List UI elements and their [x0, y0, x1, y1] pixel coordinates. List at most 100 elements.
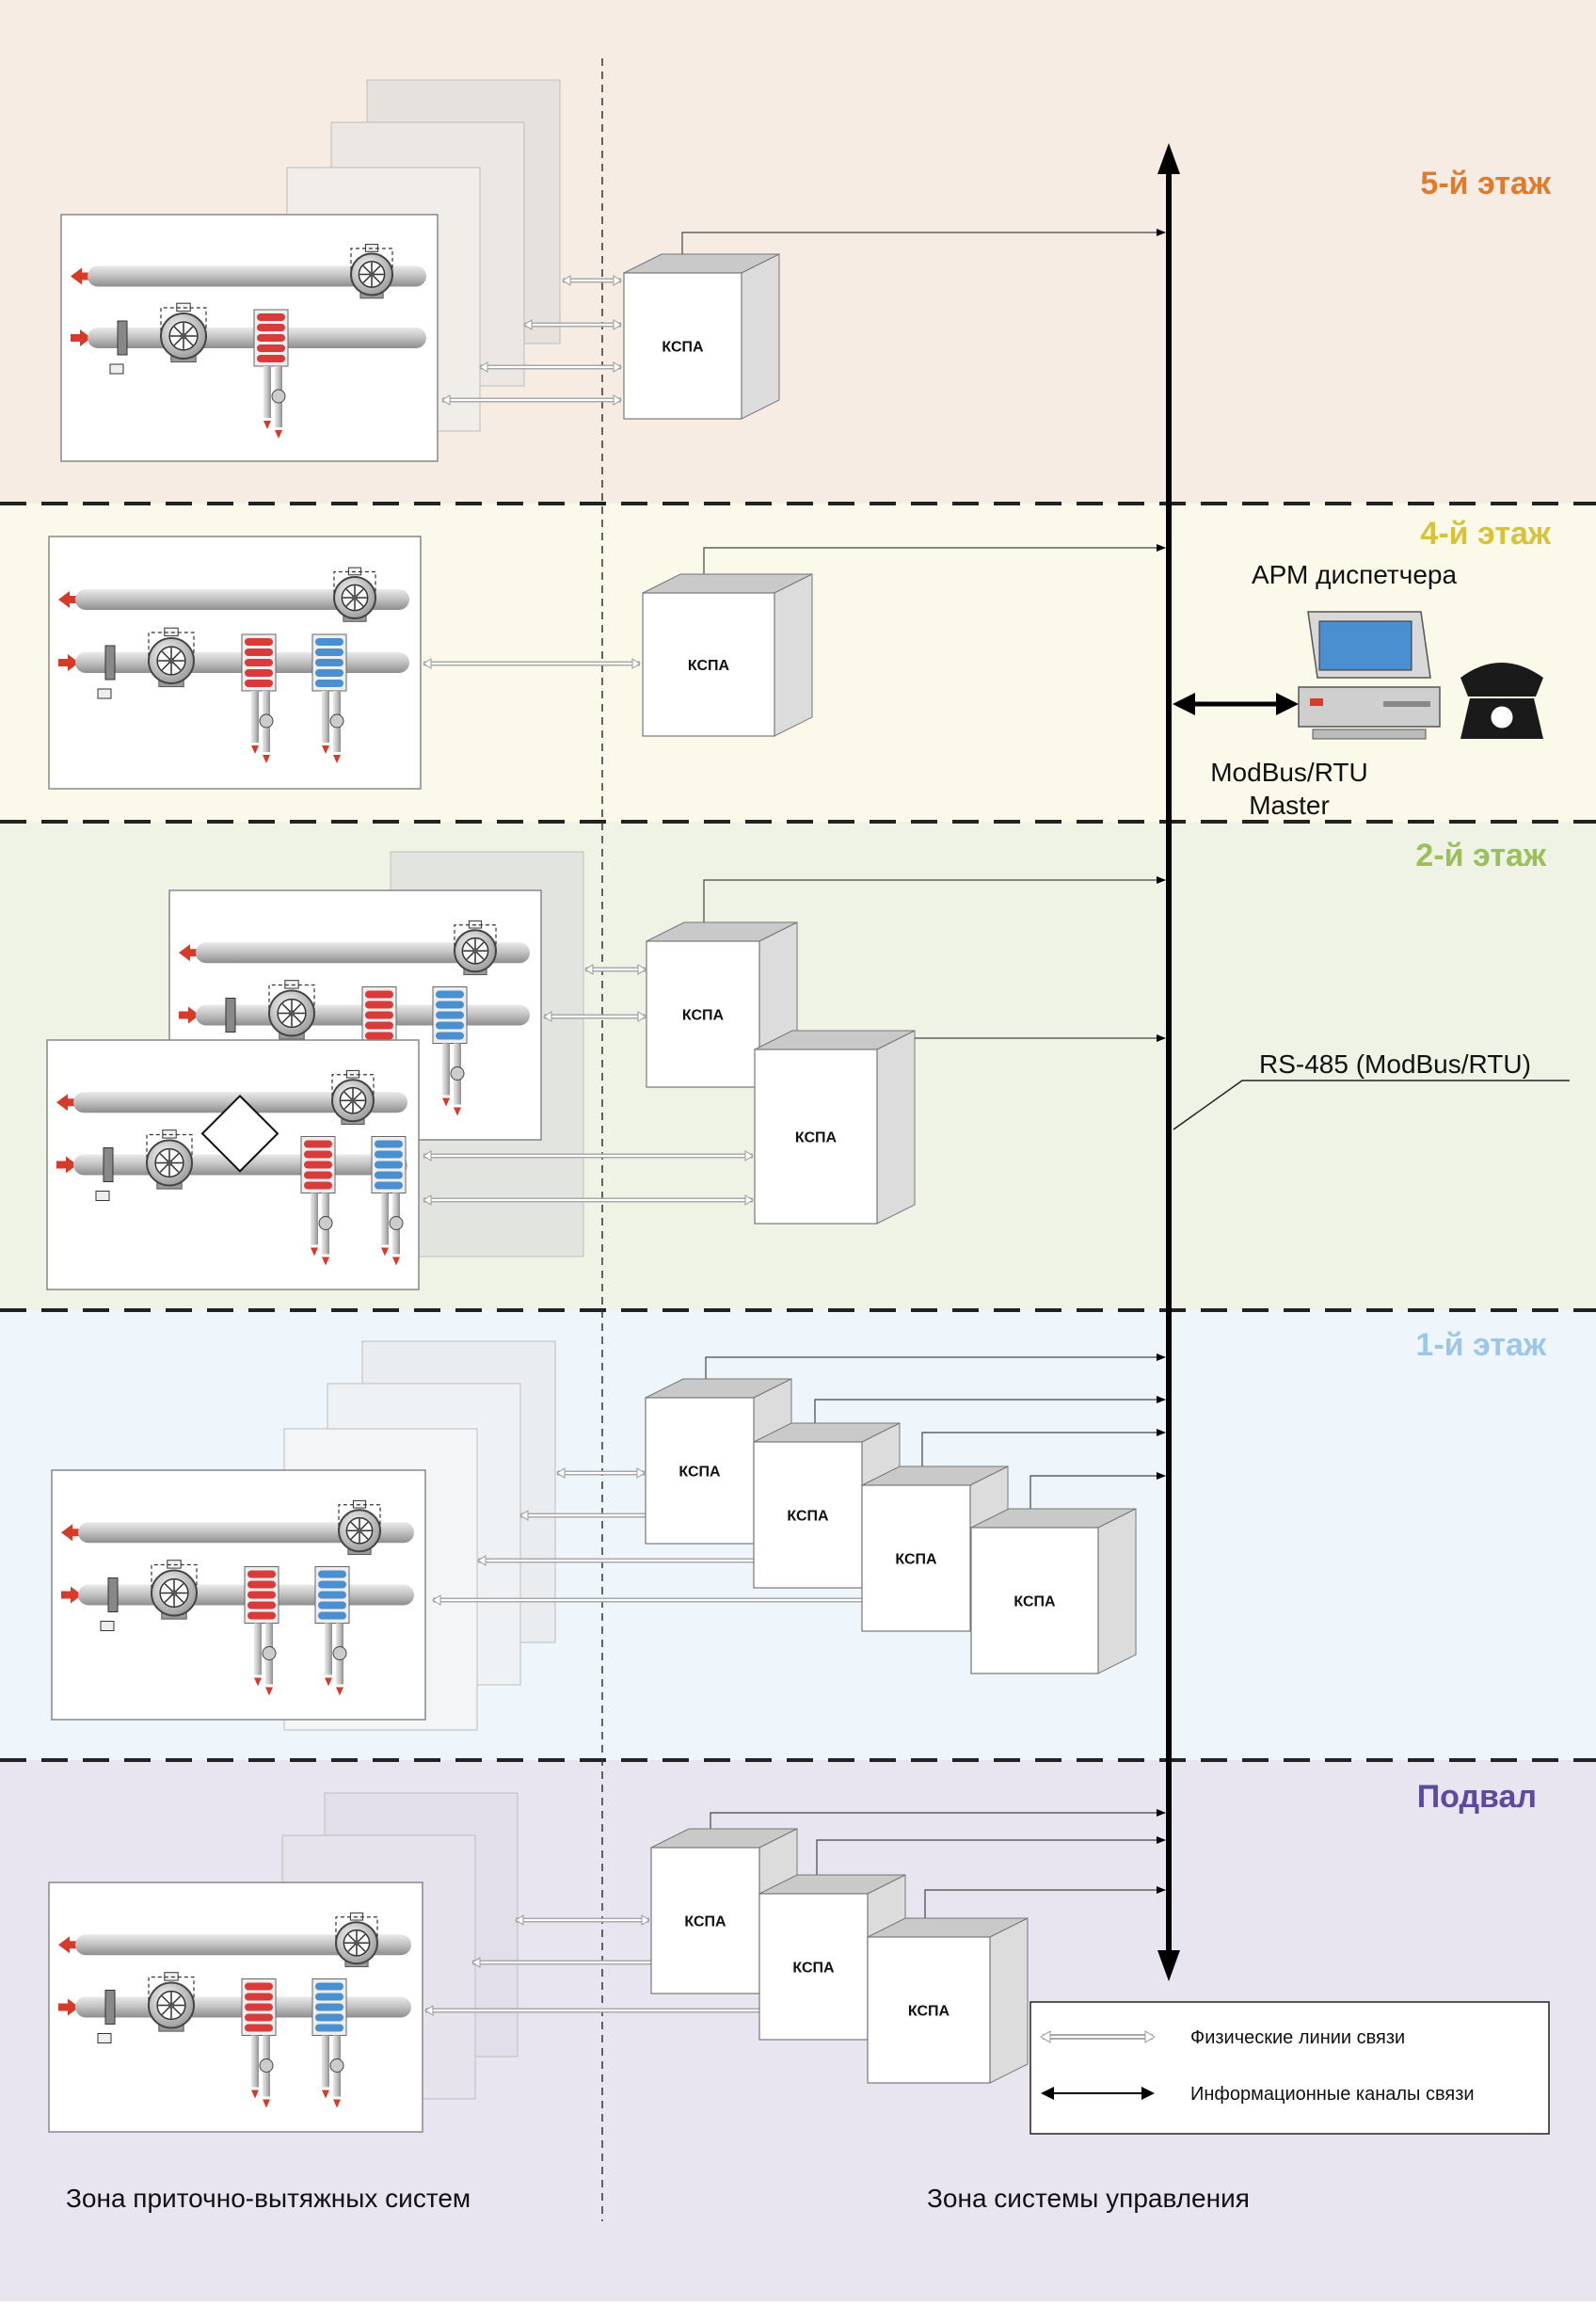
coil-pipe — [442, 1043, 450, 1096]
exhaust-duct — [75, 589, 409, 610]
legend-box — [1029, 2001, 1550, 2135]
water-arrow — [275, 430, 282, 439]
cooler-coil-icon-turn — [375, 1161, 403, 1169]
heater-coil-icon-turn — [304, 1171, 332, 1179]
controller-label: КСПА — [1013, 1594, 1056, 1610]
water-arrow — [265, 1687, 273, 1696]
ventilation-unit — [48, 1882, 423, 2133]
exhaust-arrow — [58, 591, 79, 608]
heater-coil-icon-turn — [245, 638, 273, 646]
controller-side — [876, 1030, 916, 1225]
cooler-coil-icon-turn — [318, 1591, 346, 1599]
fan-hub — [168, 657, 175, 665]
cooler-coil-icon-turn — [375, 1140, 403, 1148]
damper-sensor — [97, 688, 112, 699]
cooler-coil-icon-turn — [375, 1150, 403, 1159]
heater-coil-icon-turn — [365, 990, 393, 999]
heater-coil-icon-turn — [257, 313, 285, 321]
controller-box: КСПА — [642, 573, 813, 737]
controller-front — [645, 1397, 755, 1545]
controller-label: КСПА — [682, 1008, 725, 1024]
supply-arrow — [61, 1586, 82, 1604]
controller-box: КСПА — [970, 1508, 1137, 1674]
physical-link-arrow — [441, 394, 622, 406]
exhaust-duct — [78, 1522, 414, 1544]
fan-signal — [160, 307, 207, 332]
fan-hub — [351, 594, 359, 601]
legend-physical-label: Физические линии связи — [1190, 2027, 1405, 2048]
water-arrow — [263, 755, 270, 763]
cooler-coil-icon-turn — [315, 669, 343, 677]
controller-label: КСПА — [895, 1552, 937, 1568]
cooler-coil-icon-turn — [436, 1001, 464, 1009]
ventilation-unit — [48, 536, 422, 790]
fan-hub — [170, 1590, 178, 1596]
ventilation-unit — [51, 1469, 426, 1721]
water-arrow — [322, 745, 329, 754]
controller-front — [867, 1936, 991, 2084]
exhaust-arrow — [71, 267, 91, 285]
water-arrow — [325, 1677, 332, 1687]
physical-link-arrow — [523, 319, 622, 330]
floor-label: 2-й этаж — [1415, 838, 1546, 873]
info-channel-line — [703, 876, 1166, 941]
fan-hub — [353, 1940, 360, 1946]
cooler-coil-icon-turn — [436, 1032, 464, 1040]
fan-sensor — [167, 1560, 182, 1569]
heater-coil-icon-turn — [365, 1021, 393, 1030]
damper-sensor — [95, 1191, 110, 1201]
cooler-coil-icon-turn — [315, 638, 343, 646]
master-link-arrow — [1276, 693, 1299, 715]
power-led — [1310, 698, 1323, 706]
water-arrow — [263, 2099, 270, 2108]
fan-hub — [349, 1097, 357, 1104]
fan-sensor — [284, 980, 299, 989]
cooler-coil-icon-turn — [436, 990, 464, 999]
filter-icon — [117, 320, 128, 356]
controller-box: КСПА — [623, 253, 780, 420]
exhaust-arrow — [61, 1524, 82, 1542]
fan-signal — [335, 1916, 378, 1939]
bus-line — [1157, 143, 1570, 1981]
master-link-arrow — [1173, 693, 1195, 715]
heater-coil-icon-turn — [245, 1982, 273, 1991]
fan-signal — [454, 924, 497, 947]
filter-icon — [225, 998, 236, 1033]
fan-hub — [180, 332, 187, 340]
valve-icon — [262, 1646, 277, 1660]
heater-coil-icon-turn — [365, 1001, 393, 1009]
filter-icon — [107, 1577, 119, 1612]
exhaust-arrow — [179, 944, 200, 962]
controller-side — [741, 253, 780, 420]
fan-hub — [471, 948, 479, 954]
heater-coil-icon-turn — [304, 1140, 332, 1148]
fan-hub — [166, 1160, 173, 1166]
fan-hub — [368, 271, 375, 278]
heater-coil-icon-turn — [304, 1150, 332, 1159]
valve-icon — [332, 1646, 347, 1660]
water-arrow — [333, 2099, 341, 2108]
drive-slot — [1383, 701, 1430, 707]
cooler-coil-icon-turn — [315, 659, 343, 666]
legend-info-label: Информационные каналы связи — [1190, 2084, 1475, 2105]
physical-link-arrow — [584, 964, 646, 975]
controller-front — [753, 1441, 863, 1589]
heat-recovery-icon — [200, 1094, 279, 1173]
workstation-label: АРМ диспетчера — [1252, 560, 1457, 589]
physical-link-arrow — [479, 361, 622, 373]
supply-arrow — [71, 329, 91, 346]
legend-physical-arrows — [1040, 2030, 1156, 2043]
heater-coil-icon-turn — [247, 1580, 276, 1589]
physical-link-arrow — [556, 1467, 646, 1479]
coil-pipe — [311, 1193, 318, 1245]
filter-icon — [104, 645, 116, 681]
fan-sensor — [162, 1129, 177, 1139]
supply-arrow — [58, 654, 79, 671]
bus-leader-line — [1173, 1080, 1570, 1130]
physical-link-arrow — [562, 275, 622, 286]
valve-icon — [329, 2058, 344, 2073]
floor-label: 1-й этаж — [1415, 1327, 1546, 1363]
filter-icon — [104, 1990, 116, 2025]
fan-signal — [350, 248, 393, 271]
